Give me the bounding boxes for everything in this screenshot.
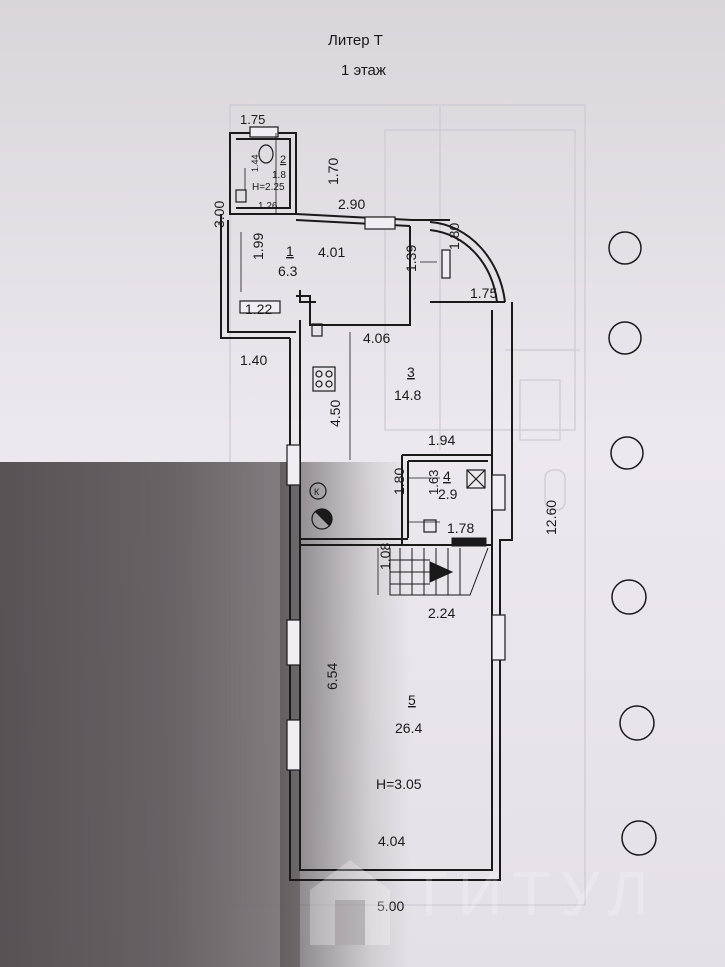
staircase [389,537,489,596]
room-4-area: 2.9 [438,486,458,502]
wall-main-inner [299,310,493,871]
room-2-number: 2 [280,154,286,166]
walls [220,132,513,881]
room-4-number: 4 [443,468,451,484]
stove-icon [312,366,336,392]
fixtures [235,144,486,533]
wall-outer-left [220,214,290,339]
toilet-icon [258,144,274,164]
margin-circle [608,231,642,265]
dim-6-54: 6.54 [324,663,340,690]
boiler-icon [466,469,486,489]
dim-1-08: 1.08 [377,543,393,570]
boiler-letter: К [314,487,320,497]
room-5-area: 26.4 [395,720,422,736]
room-1-number: 1 [286,243,294,259]
wall-room-2-inner [236,138,291,209]
photo-shadow-fade [280,462,410,967]
dim-12-60: 12.60 [543,500,559,535]
wall-divider-1-3b [299,290,316,303]
window [286,719,301,771]
watermark-text: ТИТУЛ [410,860,658,929]
wall-divider-1-3 [296,226,411,326]
room-labels: 2 1.8 H=2.25 1 6.3 3 14.8 4 2.9 5 26.4 H… [252,154,458,792]
watermark-logo-icon [310,860,390,945]
room-5-height: H=3.05 [376,776,422,792]
dim-1-22: 1.22 [245,301,272,317]
windows [239,126,506,771]
dim-1-39: 1.39 [403,245,419,272]
room-3-area: 14.8 [394,387,421,403]
dim-1-44: 1.44 [250,154,260,172]
sink-icon [235,189,247,203]
watermark: ТИТУЛ [310,860,658,945]
burner-icon [325,380,333,388]
room-2-height: H=2.25 [252,182,285,193]
margin-circle [608,321,642,355]
room-1-area: 6.3 [278,263,298,279]
margin-circle [621,820,657,856]
gas-meter-fill [314,509,332,527]
dim-4-06: 4.06 [363,330,390,346]
window [441,249,451,279]
margin-circle [610,436,644,470]
window [249,126,279,138]
floor-label: 1 этаж [341,62,386,79]
dim-1-75-arc: 1.75 [470,285,497,301]
dim-1-75-top: 1.75 [240,112,265,127]
dim-1-80-r4: 1.80 [391,468,407,495]
window [239,300,281,314]
margin-circle [611,579,647,615]
wall-room-4 [401,454,492,545]
sink-icon [423,519,437,533]
room-3-number: 3 [407,364,415,380]
dim-4-50: 4.50 [327,400,343,427]
margin-circles [608,231,657,856]
wall-arc-bay-inner [429,229,498,303]
dim-1-63: 1.63 [426,470,441,495]
dim-4-04: 4.04 [378,833,405,849]
room-5-number: 5 [408,692,416,708]
dim-2-90: 2.90 [338,196,365,212]
dim-5-00: 5.00 [377,898,404,914]
dim-1-94: 1.94 [428,432,455,448]
dim-4-01: 4.01 [318,244,345,260]
dim-1-99: 1.99 [250,233,266,260]
window [364,216,396,230]
dim-1-80-arc: 1.80 [446,223,462,250]
dim-1-26: 1.26 [258,201,278,212]
dim-1-78: 1.78 [447,520,474,536]
burner-icon [315,380,323,388]
window [286,444,301,486]
dimension-labels: 1.75 1.44 1.70 1.26 3.00 2.90 1.99 4.01 … [211,112,559,914]
margin-circle [619,705,655,741]
plan-title: Литер Т [328,32,383,49]
wall-inner-left [227,220,296,333]
sink-icon [311,323,323,337]
dimension-lines [240,133,440,595]
boiler-k-icon [309,482,327,500]
wall-main-outer [289,302,513,881]
dim-1-70: 1.70 [325,158,341,185]
window [286,619,301,666]
photo-shadow [0,462,300,967]
burner-icon [325,370,333,378]
wall-top-room1 [295,213,450,221]
dim-1-40: 1.40 [240,352,267,368]
dim-2-24: 2.24 [428,605,455,621]
window [491,614,506,661]
window [491,474,506,511]
wall-arc-bay [429,221,506,303]
stair-arrow-icon [429,561,454,583]
dim-3-00: 3.00 [211,201,227,228]
burner-icon [315,370,323,378]
room-2-area: 1.8 [272,170,286,181]
